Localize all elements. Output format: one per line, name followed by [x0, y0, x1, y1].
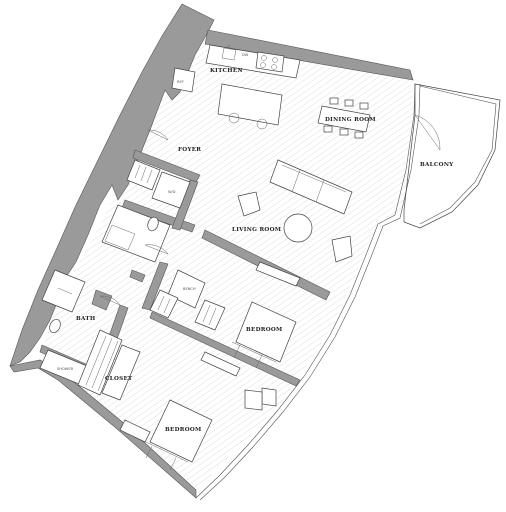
bed-lower [149, 399, 213, 463]
dining-room-label: DINING ROOM [325, 117, 376, 123]
bath: SHOWER BATH [39, 269, 121, 387]
laundry-closet: W/D [126, 159, 191, 209]
balcony-label: BALCONY [420, 162, 454, 168]
balcony-area [403, 83, 501, 229]
bedroom-lower: BEDROOM [119, 389, 263, 471]
dishwasher-label: DW [242, 53, 249, 57]
dining-room: DINING ROOM [317, 97, 376, 139]
kitchen-label: KITCHEN [210, 68, 243, 74]
kitchen: DW REF KITCHEN [171, 44, 301, 130]
foyer-label: FOYER [178, 147, 201, 153]
armchair-left [237, 191, 261, 217]
closet-label: CLOSET [105, 376, 133, 382]
media-console [255, 261, 301, 287]
sink [221, 47, 237, 61]
bedroom-upper-label: BEDROOM [246, 327, 283, 333]
bedroom-lower-label: BEDROOM [165, 427, 202, 433]
east-curtain-wall [195, 83, 416, 499]
refrigerator-label: REF [177, 80, 184, 84]
shower-label: SHOWER [57, 367, 74, 371]
living-room: LIVING ROOM [232, 159, 353, 287]
north-wall [204, 29, 414, 81]
living-room-label: LIVING ROOM [232, 227, 281, 233]
bed-upper [235, 301, 297, 363]
stove [255, 51, 285, 73]
kitchen-island [217, 83, 283, 126]
bedroom-upper: BENCH BEDROOM [149, 269, 297, 407]
powder-room [101, 204, 171, 263]
coffee-table [283, 213, 313, 243]
bench-label: BENCH [183, 287, 196, 291]
dining-table [317, 105, 371, 133]
bath-label: BATH [76, 316, 96, 322]
closet: CLOSET [77, 329, 141, 401]
chair-upper [261, 387, 277, 407]
washer-dryer-label: W/D [168, 190, 176, 194]
armchair-right [331, 235, 353, 263]
dresser-upper [200, 351, 241, 377]
refrigerator [171, 67, 196, 93]
washer-dryer [151, 171, 191, 209]
sofa [269, 159, 353, 215]
